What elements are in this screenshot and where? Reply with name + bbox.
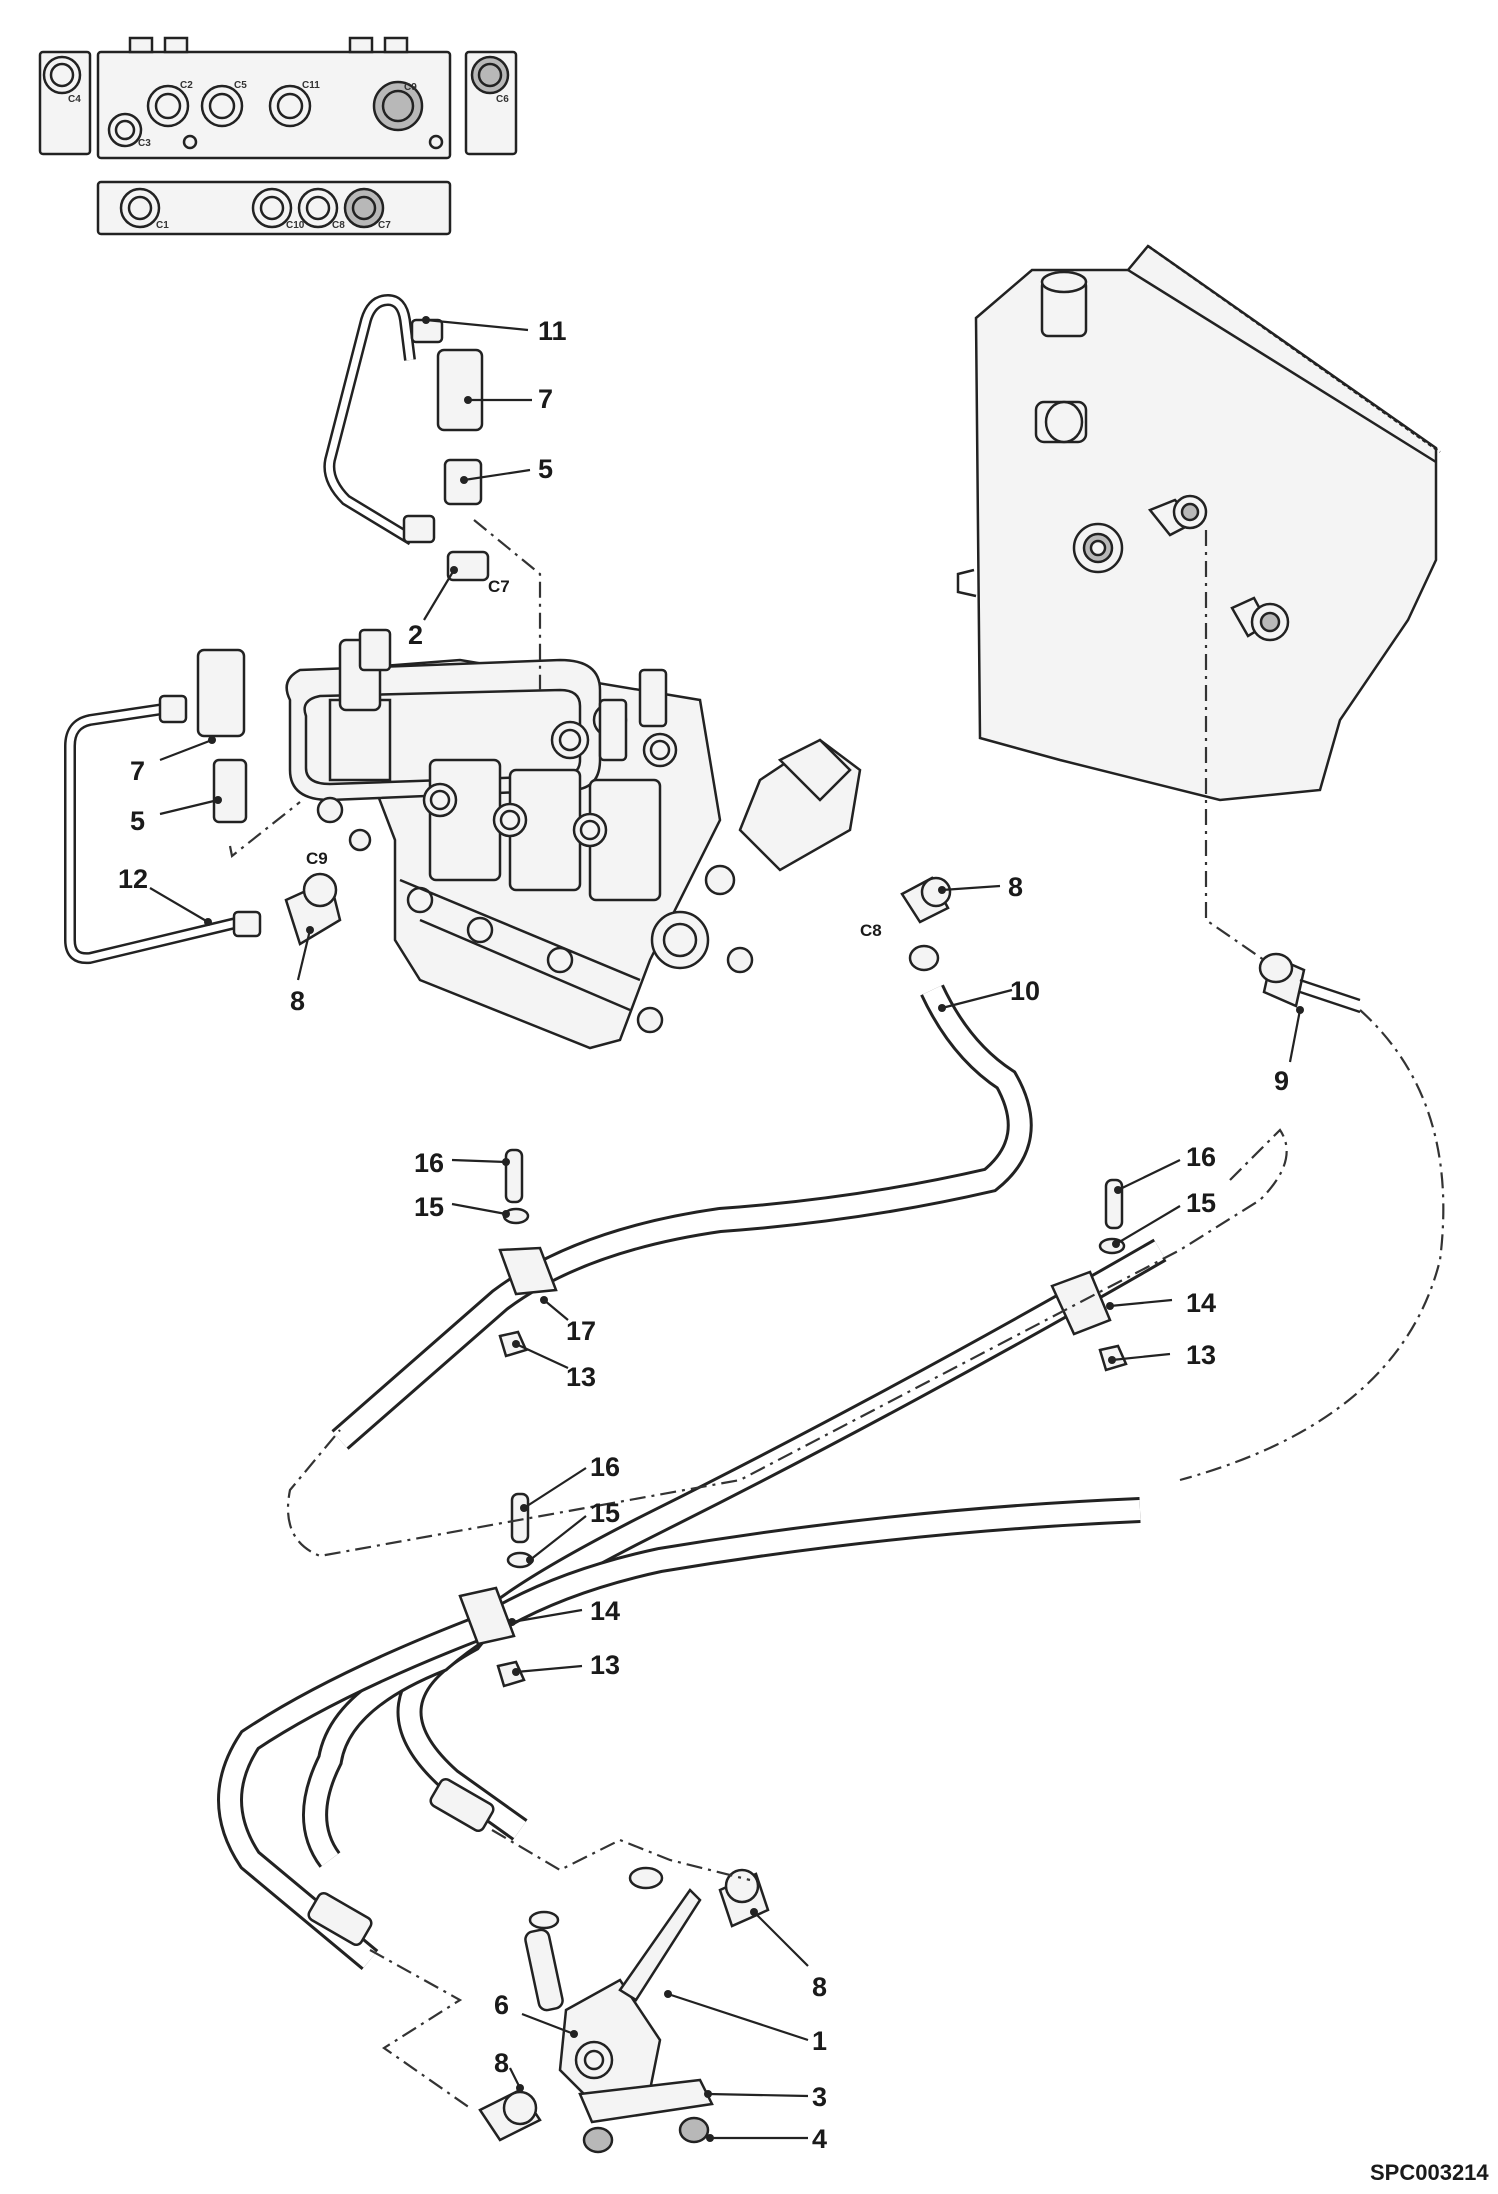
inset-port-label: C5	[234, 80, 247, 91]
control-valve-block	[285, 628, 862, 1050]
inset-port-label: C10	[286, 220, 305, 231]
port-labels: C7 C9 C8	[306, 577, 882, 940]
inset-port-label: C8	[332, 220, 345, 231]
inset-port-label: C11	[302, 80, 320, 91]
port-label: C9	[306, 849, 328, 868]
callout-label: 1	[812, 2026, 827, 2056]
callout-label: 10	[1010, 976, 1040, 1006]
right-fitting-9	[1258, 952, 1361, 1014]
hydraulic-tank	[956, 244, 1441, 802]
clamp-17	[498, 1148, 558, 1358]
callout-label: 3	[812, 2082, 827, 2112]
callout-labels: 11 7 5 2 7 5 12 8 8 10 9 16 15 17 13 16 …	[118, 316, 1289, 2154]
callout-label: 16	[1186, 1142, 1216, 1172]
callout-label: 13	[566, 1362, 596, 1392]
callout-label: 7	[130, 756, 145, 786]
inset-port-label: C9	[404, 82, 417, 93]
callout-label: 15	[590, 1498, 620, 1528]
inset-port-label: C3	[138, 138, 151, 149]
drawing-code: SPC003214	[1370, 2160, 1489, 2185]
port-label: C8	[860, 921, 882, 940]
left-pilot-tube	[64, 648, 342, 965]
callout-label: 4	[812, 2124, 827, 2154]
port-label: C7	[488, 577, 510, 596]
inset-port-label: C7	[378, 220, 391, 231]
callout-label: 16	[414, 1148, 444, 1178]
callout-label: 9	[1274, 1066, 1289, 1096]
inset-port-label: C2	[180, 80, 193, 91]
callout-label: 11	[538, 316, 567, 346]
callout-label: 6	[494, 1990, 509, 2020]
callout-label: 8	[1008, 872, 1023, 902]
hose-assembly	[217, 984, 1167, 1970]
callout-label: 8	[290, 986, 305, 1016]
inset-port-label: C4	[68, 94, 81, 105]
callout-label: 8	[812, 1972, 827, 2002]
upper-pilot-tube	[323, 293, 490, 582]
callout-label: 12	[118, 864, 148, 894]
callout-label: 15	[414, 1192, 444, 1222]
inset-port-label: C1	[156, 220, 169, 231]
callout-label: 15	[1186, 1188, 1216, 1218]
callout-label: 5	[538, 454, 553, 484]
callout-label: 8	[494, 2048, 509, 2078]
leader-lines	[149, 316, 1304, 2142]
callout-label: 17	[566, 1316, 596, 1346]
inset-port-label: C6	[496, 94, 509, 105]
right-fitting-c8	[900, 876, 952, 972]
callout-label: 13	[1186, 1340, 1216, 1370]
callout-label: 14	[590, 1596, 620, 1626]
callout-label: 5	[130, 806, 145, 836]
callout-label: 2	[408, 620, 423, 650]
callout-label: 14	[1186, 1288, 1216, 1318]
shutoff-valve	[478, 1866, 770, 2154]
callout-label: 7	[538, 384, 553, 414]
callout-label: 13	[590, 1650, 620, 1680]
callout-label: 16	[590, 1452, 620, 1482]
port-layout-inset: C4 C2 C3 C5 C11 C9 C6 C1 C10 C8 C7	[38, 36, 518, 236]
routing-lines	[228, 519, 1445, 2109]
